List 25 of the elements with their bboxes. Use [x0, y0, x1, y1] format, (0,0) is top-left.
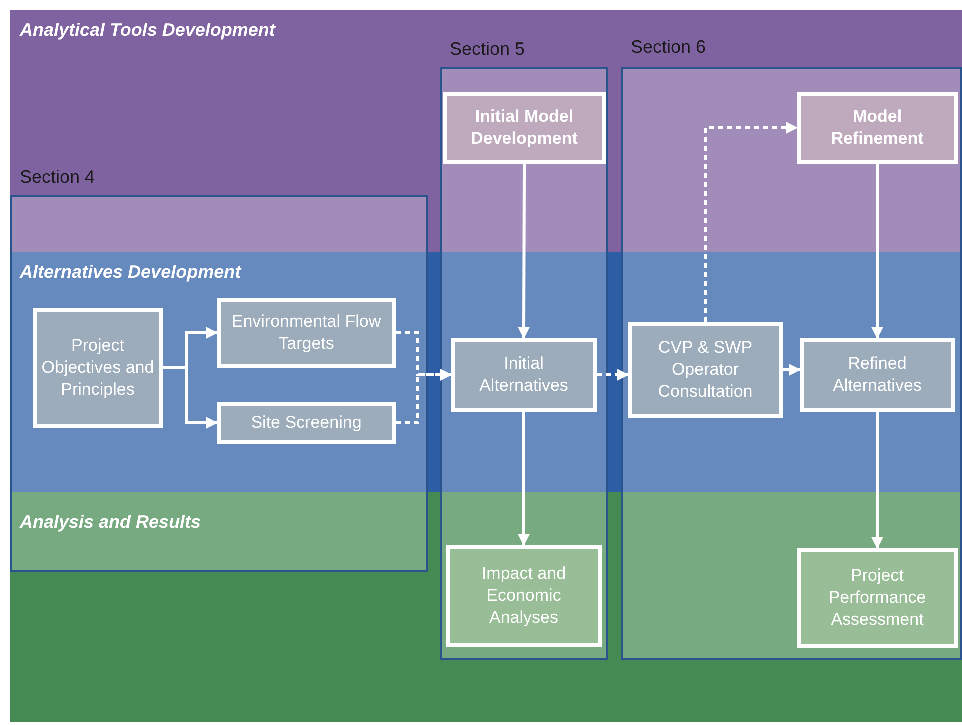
- arrow: [783, 364, 802, 376]
- process-box: Initial Model Development: [443, 92, 606, 164]
- process-box: Project Objectives and Principles: [33, 308, 163, 428]
- section-heading: Section 5: [450, 39, 526, 60]
- process-box: Impact and Economic Analyses: [446, 545, 602, 647]
- lane-title: Analysis and Results: [20, 512, 202, 533]
- arrow: [704, 122, 798, 322]
- arrow: [518, 412, 530, 546]
- process-box: Project Performance Assessment: [797, 548, 958, 648]
- arrow: [163, 366, 218, 429]
- arrow: [396, 369, 452, 424]
- process-box: CVP & SWP Operator Consultation: [628, 322, 783, 418]
- lane-title: Analytical Tools Development: [20, 20, 276, 41]
- arrow: [872, 164, 884, 340]
- process-box: Model Refinement: [797, 92, 958, 164]
- process-box: Initial Alternatives: [451, 338, 597, 412]
- arrow: [518, 164, 530, 340]
- section-heading: Section 4: [20, 167, 96, 188]
- arrow: [597, 369, 630, 381]
- lane-title: Alternatives Development: [20, 262, 242, 283]
- arrow: [872, 412, 884, 550]
- process-box: Site Screening: [217, 402, 396, 444]
- process-box: Environmental Flow Targets: [217, 298, 396, 368]
- process-box: Refined Alternatives: [800, 338, 955, 412]
- section-heading: Section 6: [631, 37, 706, 58]
